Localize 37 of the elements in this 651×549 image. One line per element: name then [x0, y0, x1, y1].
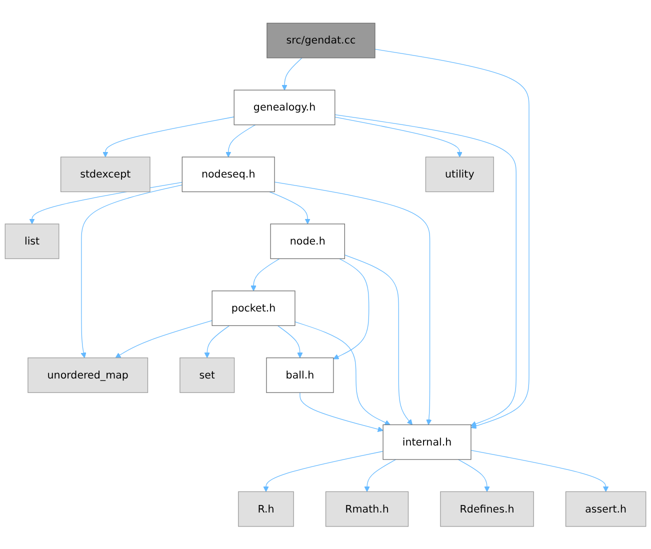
- arrow: [294, 321, 390, 425]
- arrow: [277, 325, 303, 358]
- node-box: internal.h: [382, 424, 472, 460]
- arrow: [344, 254, 413, 425]
- arrow: [250, 258, 280, 291]
- node-box: utility: [425, 156, 494, 192]
- node-box: assert.h: [565, 491, 646, 526]
- node-box: pocket.h: [212, 290, 296, 326]
- arrow: [333, 258, 370, 359]
- node-box: genealogy.h: [234, 89, 336, 125]
- arrow: [274, 181, 432, 425]
- arrow: [80, 184, 182, 358]
- arrow: [263, 450, 384, 492]
- arrow: [364, 458, 396, 492]
- node-box: nodeseq.h: [182, 156, 275, 192]
- arrow: [204, 325, 230, 358]
- node-box: Rmath.h: [325, 491, 409, 526]
- node-box: set: [180, 357, 235, 393]
- arrow: [102, 116, 234, 157]
- arrow: [115, 320, 212, 358]
- arrow: [226, 124, 256, 157]
- node-box: src/gendat.cc: [266, 22, 376, 58]
- node-box: R.h: [238, 491, 294, 526]
- node-box: node.h: [270, 223, 345, 259]
- arrow: [334, 114, 516, 426]
- arrow: [374, 48, 530, 428]
- node-box: ball.h: [266, 357, 334, 393]
- node-box: stdexcept: [60, 156, 150, 192]
- node-box: list: [4, 223, 60, 259]
- node-box: unordered_map: [28, 357, 148, 393]
- node-box: Rdefines.h: [440, 491, 534, 526]
- arrow: [334, 116, 462, 157]
- arrow: [470, 450, 609, 492]
- arrow: [458, 458, 490, 492]
- arrow: [300, 392, 384, 432]
- arrow: [282, 57, 302, 90]
- arrow: [269, 191, 310, 224]
